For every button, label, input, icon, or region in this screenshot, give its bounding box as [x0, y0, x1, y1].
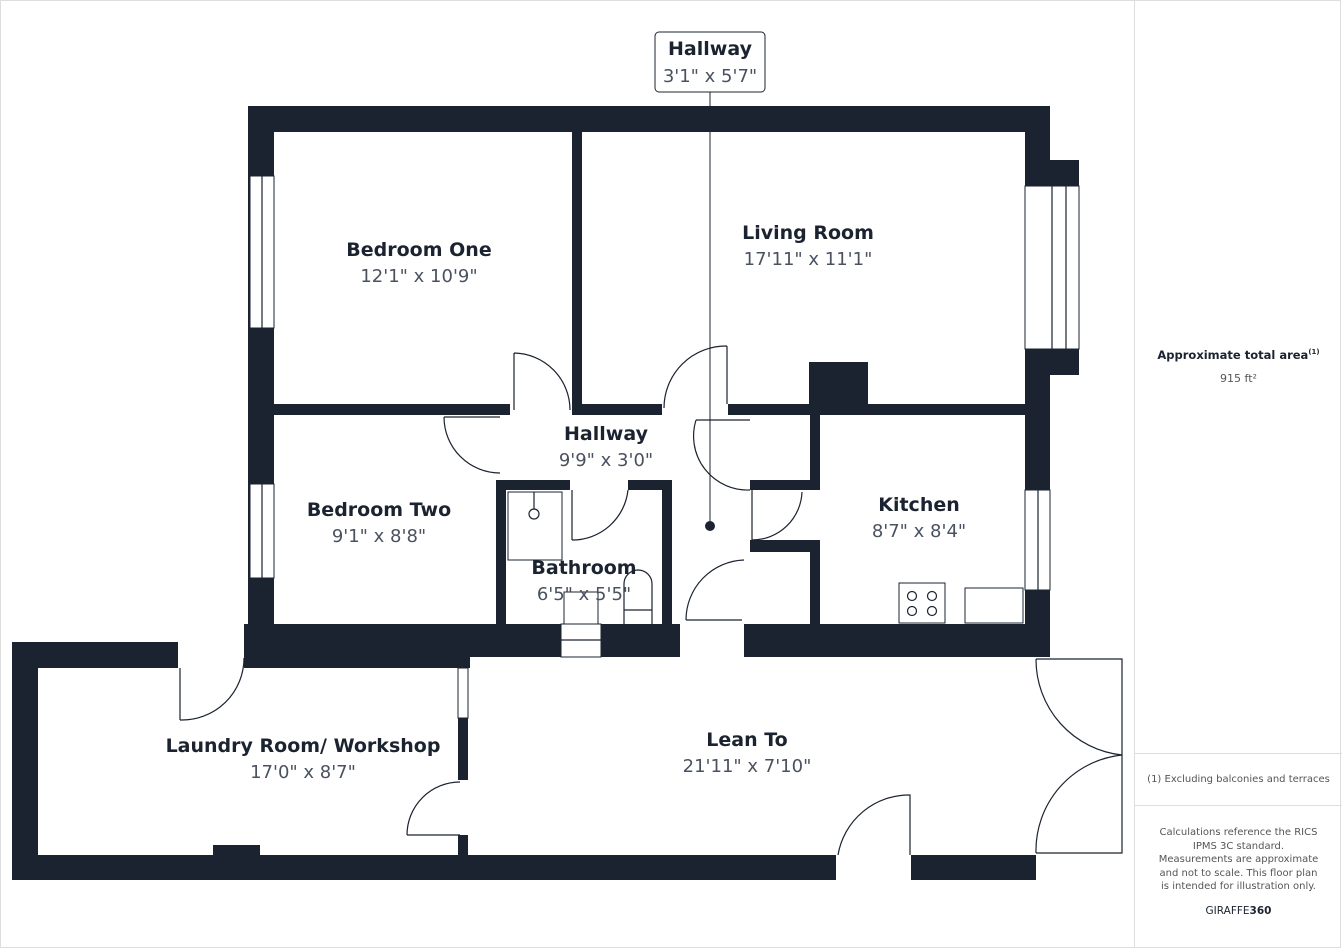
room-dims-hallway-callout: 3'1" x 5'7"	[663, 66, 757, 87]
floor-plan: Hallway 3'1" x 5'7" Bedroom One 12'1" x …	[12, 31, 1123, 880]
room-name-lean-to: Lean To	[706, 729, 787, 751]
room-name-kitchen: Kitchen	[878, 494, 960, 516]
room-dims-lean-to: 21'11" x 7'10"	[683, 756, 812, 777]
room-dims-kitchen: 8'7" x 8'4"	[872, 521, 966, 542]
room-name-bedroom-two: Bedroom Two	[307, 499, 451, 521]
room-dims-living-room: 17'11" x 11'1"	[744, 249, 873, 270]
brand-prefix: GIRAFFE	[1205, 905, 1250, 917]
room-name-laundry: Laundry Room/ Workshop	[166, 735, 441, 757]
divider	[1135, 805, 1342, 806]
divider	[1135, 753, 1342, 754]
total-area-label: Approximate total area	[1157, 348, 1309, 362]
doors	[179, 345, 1123, 856]
total-area-title: Approximate total area(1)	[1135, 348, 1342, 362]
disclaimer: Calculations reference the RICS IPMS 3C …	[1158, 827, 1319, 892]
room-name-bathroom: Bathroom	[531, 557, 636, 579]
footnote-mark: (1)	[1308, 348, 1320, 357]
info-panel: Approximate total area(1) 915 ft² (1) Ex…	[1134, 0, 1342, 948]
room-dims-hallway: 9'9" x 3'0"	[559, 450, 653, 471]
room-dims-bedroom-two: 9'1" x 8'8"	[332, 526, 426, 547]
total-area-value: 915 ft²	[1220, 372, 1257, 385]
room-name-hallway: Hallway	[564, 423, 649, 445]
fixtures	[507, 491, 1024, 625]
room-name-hallway-callout: Hallway	[668, 38, 753, 60]
room-name-bedroom-one: Bedroom One	[346, 239, 491, 261]
room-dims-bathroom: 6'5" x 5'5"	[537, 584, 631, 605]
brand-suffix: 360	[1249, 905, 1272, 917]
hallway-callout: Hallway 3'1" x 5'7"	[654, 31, 766, 531]
room-name-living-room: Living Room	[742, 222, 874, 244]
footnote: (1) Excluding balconies and terraces	[1147, 774, 1330, 785]
room-labels: Bedroom One 12'1" x 10'9" Living Room 17…	[166, 222, 967, 783]
windows	[249, 175, 1080, 719]
room-dims-bedroom-one: 12'1" x 10'9"	[360, 266, 477, 287]
room-dims-laundry: 17'0" x 8'7"	[250, 762, 356, 783]
brand-logo: GIRAFFE360	[1135, 905, 1342, 917]
